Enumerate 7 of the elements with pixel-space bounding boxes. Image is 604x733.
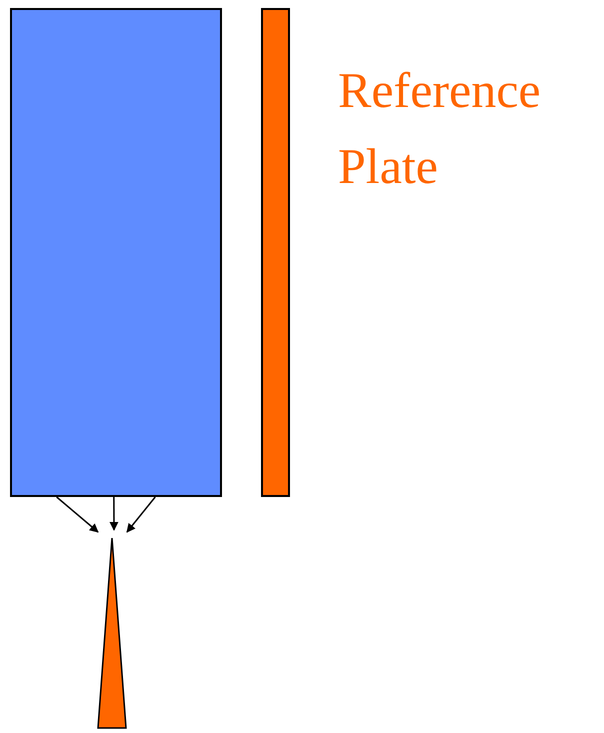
tip-triangle: [97, 537, 127, 729]
block: [10, 8, 222, 497]
arrow: [126, 496, 156, 533]
arrow: [109, 497, 118, 531]
reference-plate-bar: [261, 8, 290, 497]
plate-label: Reference Plate: [338, 61, 542, 196]
arrow: [56, 496, 99, 533]
